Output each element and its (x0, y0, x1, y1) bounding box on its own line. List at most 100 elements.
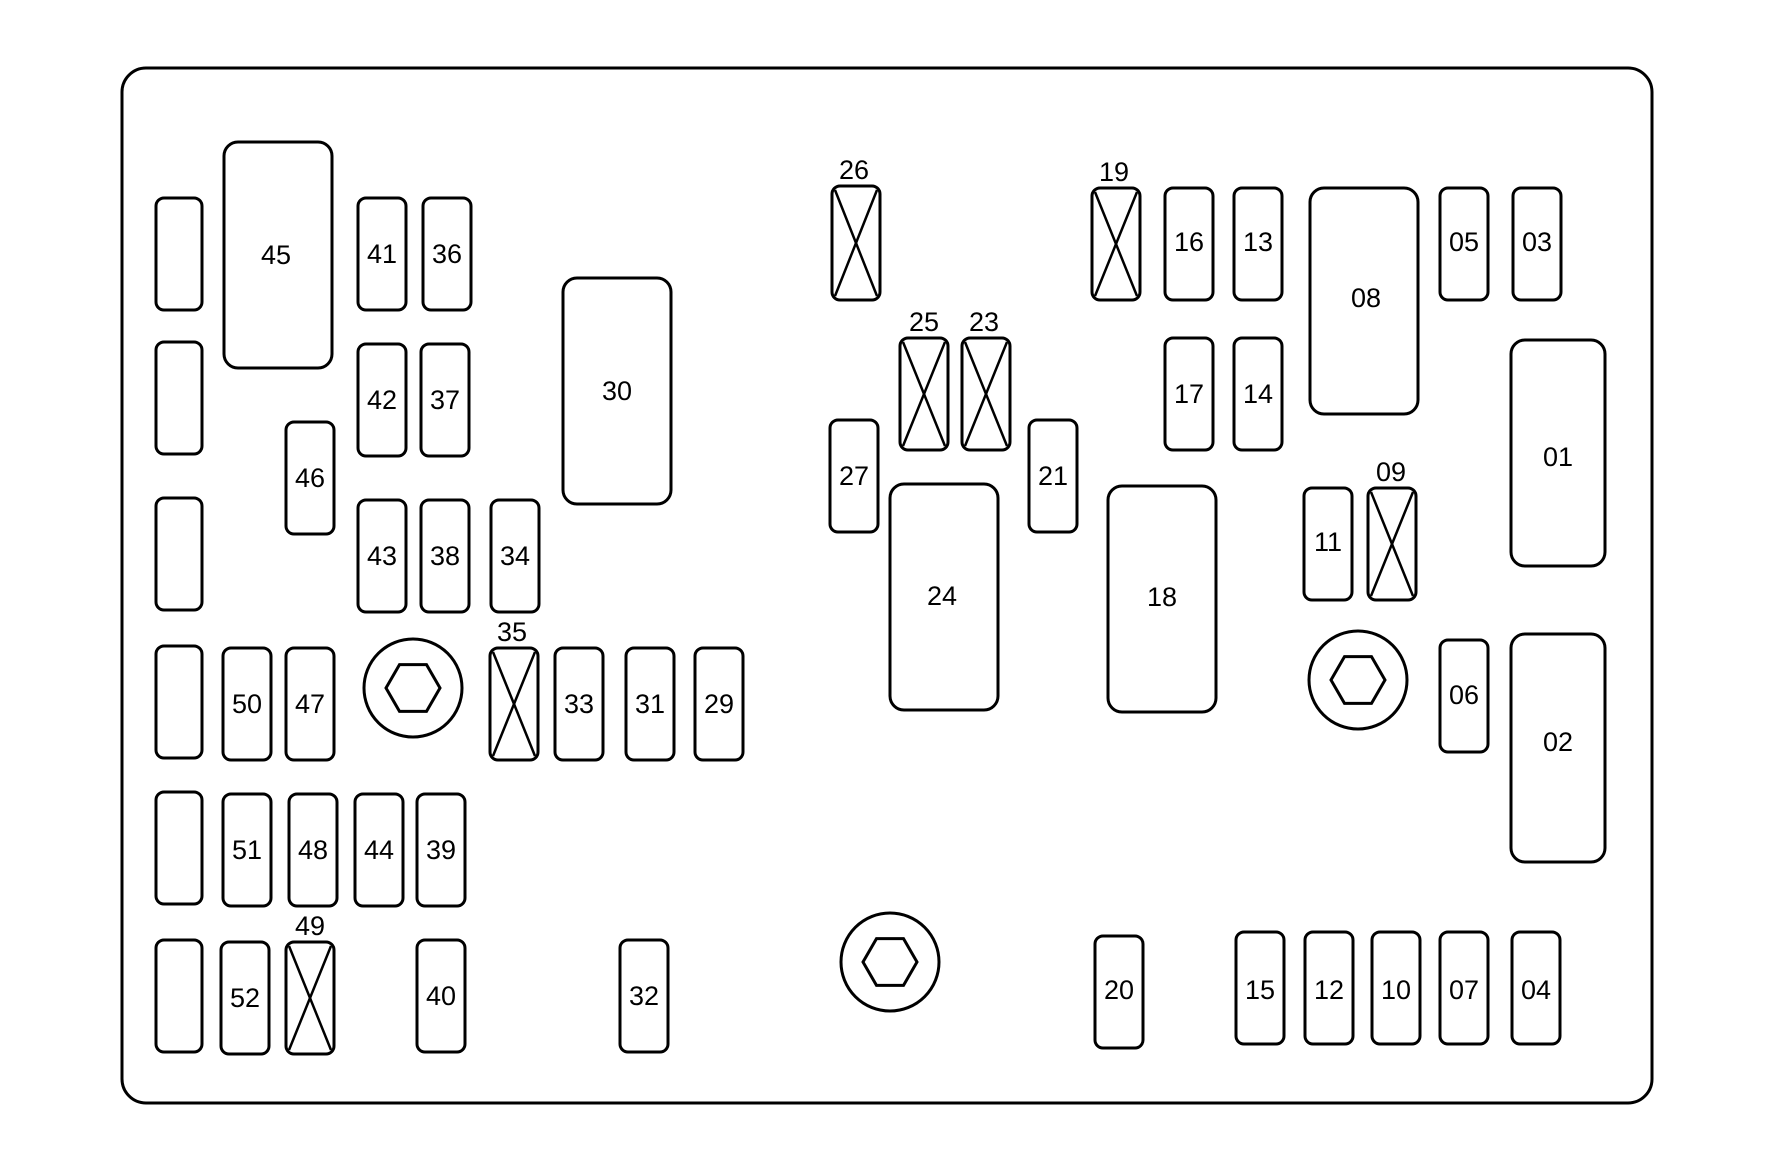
fuse-34 (489, 498, 541, 614)
fuse-10 (1370, 930, 1422, 1046)
label-46: 46 (295, 463, 325, 493)
fuse-40 (415, 938, 467, 1054)
label-32: 32 (629, 981, 659, 1011)
fuse-37 (419, 342, 471, 458)
fuse-38 (419, 498, 471, 614)
label-17: 17 (1174, 379, 1204, 409)
fuse-25-empty (898, 336, 950, 452)
label-44: 44 (364, 835, 394, 865)
label-31: 31 (635, 689, 665, 719)
label-35: 35 (497, 617, 527, 647)
label-26: 26 (839, 155, 869, 185)
relay-18 (1106, 484, 1218, 714)
label-42: 42 (367, 385, 397, 415)
fuse-05 (1438, 186, 1490, 302)
label-04: 04 (1521, 975, 1551, 1005)
label-11: 11 (1314, 527, 1342, 557)
label-38: 38 (430, 541, 460, 571)
fuse-26-empty (830, 184, 882, 302)
label-08: 08 (1351, 283, 1381, 313)
fuse-09-empty (1366, 486, 1418, 602)
label-05: 05 (1449, 227, 1479, 257)
fuse-06 (1438, 638, 1490, 754)
label-50: 50 (232, 689, 262, 719)
fuse-13 (1232, 186, 1284, 302)
relay-08 (1308, 186, 1420, 416)
slot-unlabeled-1 (154, 196, 204, 312)
fuse-36 (421, 196, 473, 312)
fuse-42 (356, 342, 408, 458)
label-15: 15 (1245, 975, 1275, 1005)
fuse-47 (284, 646, 336, 762)
label-13: 13 (1243, 227, 1273, 257)
label-30: 30 (602, 376, 632, 406)
label-03: 03 (1522, 227, 1552, 257)
label-10: 10 (1381, 975, 1411, 1005)
slot-unlabeled-6 (154, 938, 204, 1054)
label-51: 51 (232, 835, 262, 865)
slot-unlabeled-5 (154, 790, 204, 906)
label-24: 24 (927, 581, 957, 611)
label-45: 45 (261, 240, 291, 270)
fuse-31 (624, 646, 676, 762)
relay-24 (888, 482, 1000, 712)
slot-unlabeled-3 (154, 496, 204, 612)
fuse-29 (693, 646, 745, 762)
slot-unlabeled-2 (154, 340, 204, 456)
fuse-49-empty (284, 940, 336, 1056)
fuse-19-empty (1090, 186, 1142, 302)
label-12: 12 (1314, 975, 1344, 1005)
fuse-46 (284, 420, 336, 536)
label-37: 37 (430, 385, 460, 415)
label-01: 01 (1543, 442, 1573, 472)
label-48: 48 (298, 835, 328, 865)
fuse-43 (356, 498, 408, 614)
fuse-52 (219, 940, 271, 1056)
label-43: 43 (367, 541, 397, 571)
fuse-14 (1232, 336, 1284, 452)
mounting-bolt-left (362, 637, 464, 739)
label-14: 14 (1243, 379, 1273, 409)
fuse-17 (1163, 336, 1215, 452)
fuse-12 (1303, 930, 1355, 1046)
relay-02 (1509, 632, 1607, 864)
slot-unlabeled-4 (154, 644, 204, 760)
fuse-51 (221, 792, 273, 908)
fuse-41 (356, 196, 408, 312)
fuse-44 (353, 792, 405, 908)
mounting-bolt-center (839, 911, 941, 1013)
label-20: 20 (1104, 975, 1134, 1005)
fuse-11 (1302, 486, 1354, 602)
fuse-07 (1438, 930, 1490, 1046)
label-16: 16 (1174, 227, 1204, 257)
fuse-16 (1163, 186, 1215, 302)
label-34: 34 (500, 541, 530, 571)
label-49: 49 (295, 911, 325, 941)
label-07: 07 (1449, 975, 1479, 1005)
label-39: 39 (426, 835, 456, 865)
label-29: 29 (704, 689, 734, 719)
fuse-04 (1510, 930, 1562, 1046)
fuse-50 (221, 646, 273, 762)
label-41: 41 (367, 239, 397, 269)
label-36: 36 (432, 239, 462, 269)
label-02: 02 (1543, 727, 1573, 757)
fuse-33 (553, 646, 605, 762)
label-27: 27 (839, 461, 869, 491)
fuse-20 (1093, 934, 1145, 1050)
label-21: 21 (1038, 461, 1068, 491)
label-23: 23 (969, 307, 999, 337)
label-09: 09 (1376, 457, 1406, 487)
relay-30 (561, 276, 673, 506)
fuse-15 (1234, 930, 1286, 1046)
relay-45 (222, 140, 334, 370)
label-52: 52 (230, 983, 260, 1013)
fuse-39 (415, 792, 467, 908)
fuse-21 (1027, 418, 1079, 534)
label-18: 18 (1147, 582, 1177, 612)
fuse-box-outline (120, 66, 1654, 1105)
label-06: 06 (1449, 680, 1479, 710)
label-25: 25 (909, 307, 939, 337)
relay-01 (1509, 338, 1607, 568)
fuse-27 (828, 418, 880, 534)
